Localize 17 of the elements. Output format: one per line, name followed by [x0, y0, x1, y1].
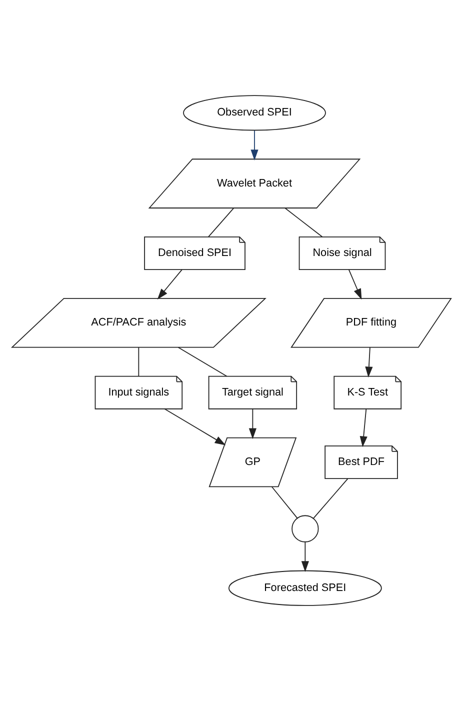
connector: [138, 347, 140, 377]
arrow: [365, 347, 373, 378]
node-ellipse: Observed SPEI: [183, 95, 326, 131]
connector: [271, 486, 298, 519]
arrow: [348, 269, 362, 300]
connector: [178, 346, 228, 377]
node-circle: [292, 515, 319, 542]
connector: [313, 478, 348, 519]
connector: [284, 208, 323, 238]
node-ellipse: Forecasted SPEI: [228, 570, 382, 606]
arrow: [301, 542, 309, 572]
arrow: [157, 269, 182, 300]
arrow: [250, 130, 258, 160]
connector: [208, 208, 234, 238]
arrow: [164, 408, 226, 446]
arrow: [248, 408, 256, 440]
arrow: [360, 408, 368, 448]
